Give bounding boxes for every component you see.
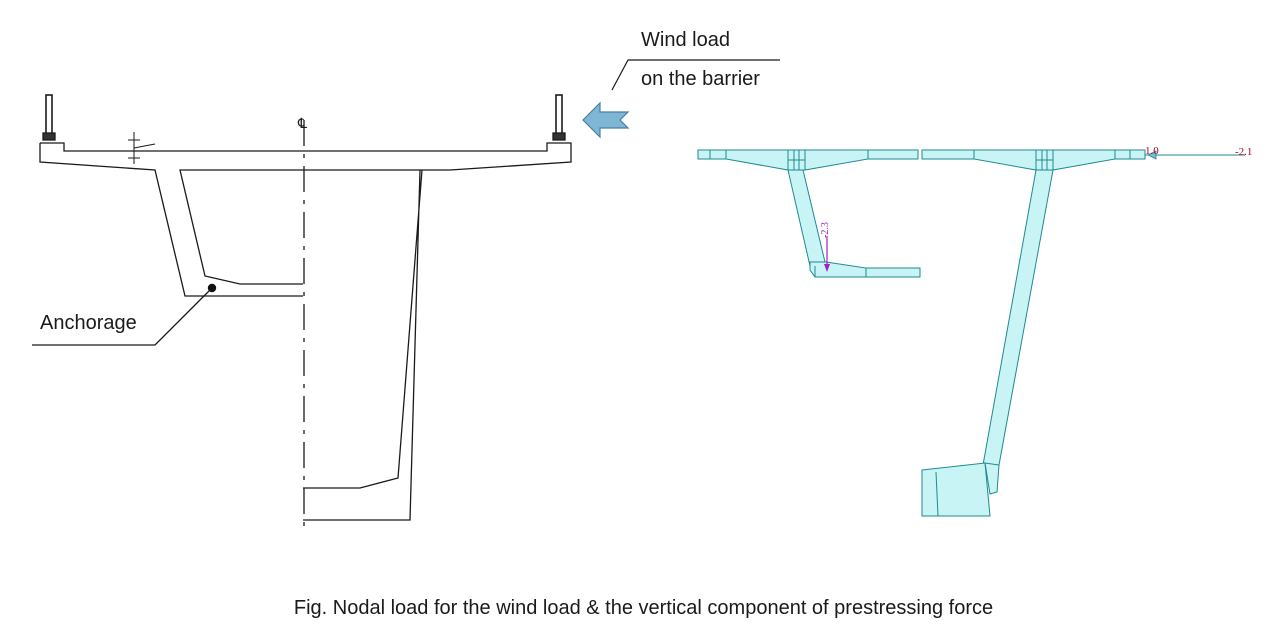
figure-caption: Fig. Nodal load for the wind load & the … xyxy=(293,597,994,619)
wind-label-leader xyxy=(611,59,780,91)
anchorage-leader xyxy=(32,289,211,346)
horizontal-load-arrow xyxy=(1147,150,1157,160)
centerline-symbol: ℄ xyxy=(297,116,307,132)
vertical-load-arrowhead xyxy=(824,264,830,272)
wind-load-label: Wind load xyxy=(641,29,730,51)
anchorage-label: Anchorage xyxy=(40,312,137,334)
anchorage-point xyxy=(207,283,217,293)
wind-load-arrow xyxy=(582,101,630,139)
load-value-near: 1.0 xyxy=(1145,145,1159,157)
load-value-vertical: -2.3 xyxy=(820,222,831,238)
load-value-far: -2.1 xyxy=(1235,146,1253,158)
wind-load-label-line2: on the barrier xyxy=(641,68,760,90)
analysis-model xyxy=(697,149,1146,517)
deck-slab xyxy=(39,142,572,521)
